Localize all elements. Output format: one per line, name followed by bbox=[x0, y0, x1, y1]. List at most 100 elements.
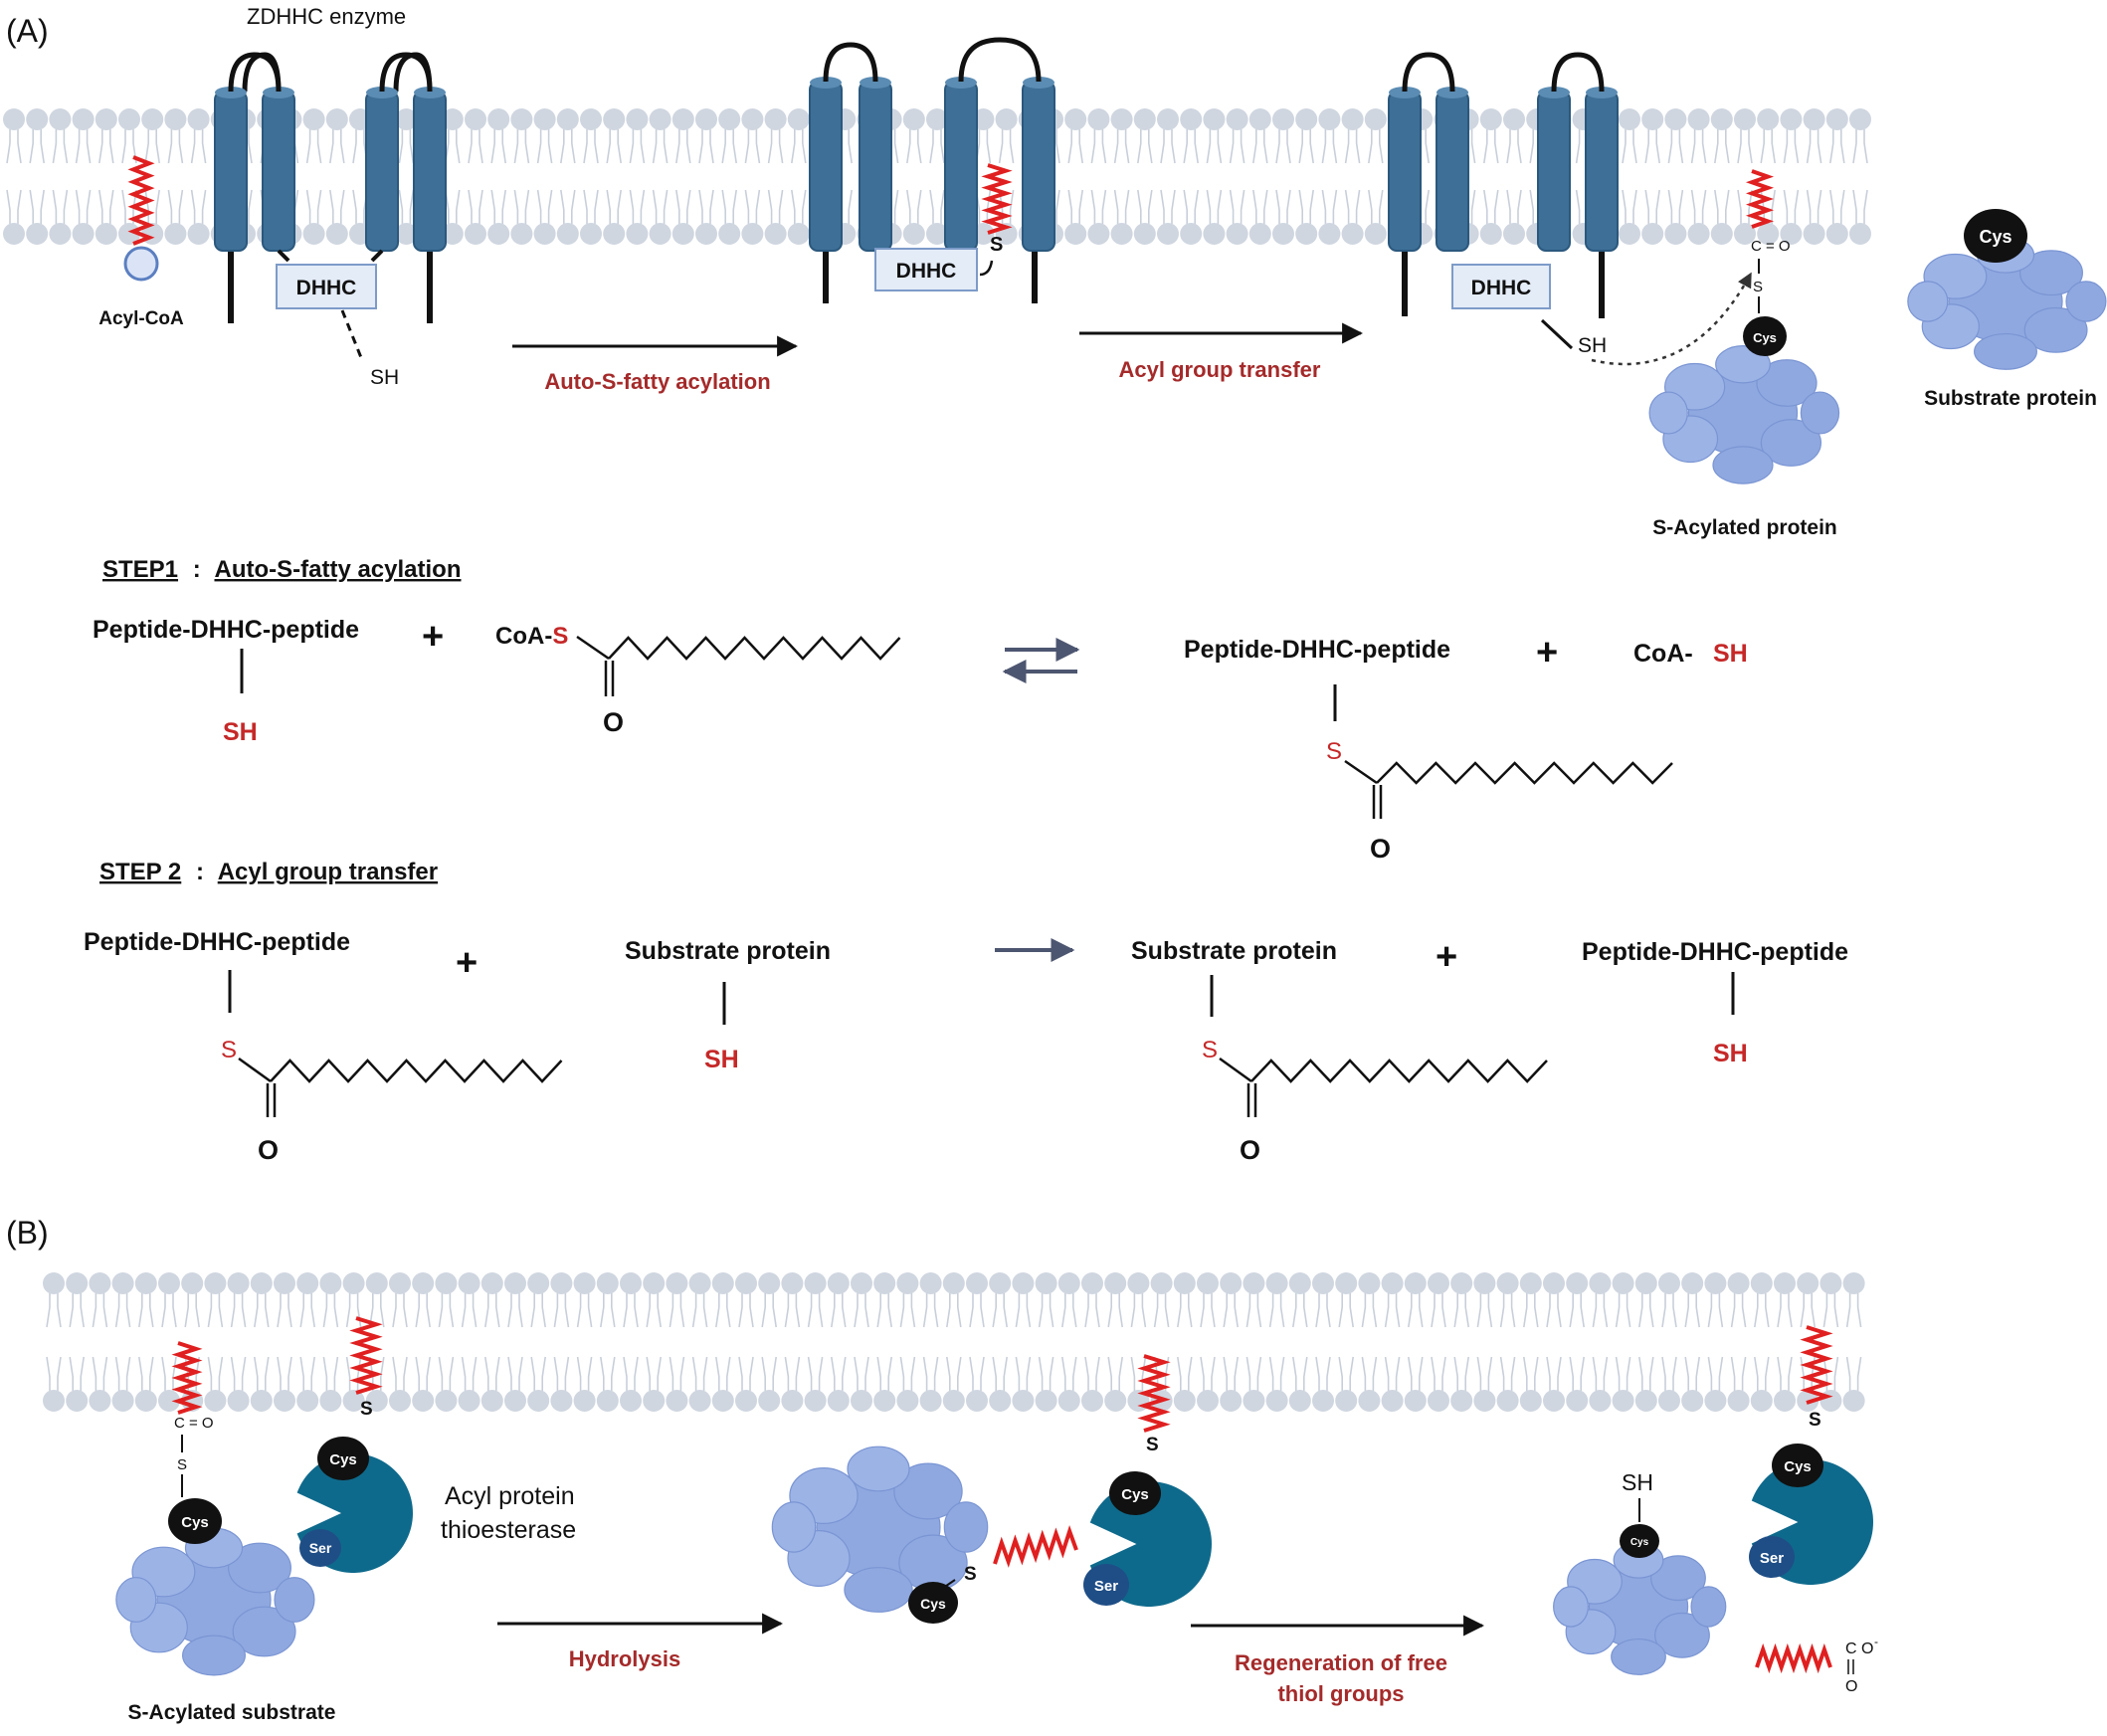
lipid-head bbox=[111, 1390, 134, 1412]
lipid-tail bbox=[1118, 1356, 1123, 1391]
lipid-tail bbox=[1494, 189, 1499, 224]
lipid-head bbox=[158, 1390, 180, 1412]
lipid-head bbox=[1087, 223, 1110, 245]
dhhc-box-3: DHHC bbox=[1471, 277, 1532, 299]
lipid-head bbox=[1104, 1272, 1127, 1294]
step1-peptide-right: Peptide-DHHC-peptide bbox=[1184, 636, 1450, 664]
lipid-tail bbox=[1038, 1356, 1044, 1391]
lipid-head bbox=[1248, 108, 1271, 130]
lipid-tail bbox=[807, 1293, 813, 1328]
lipid-tail bbox=[1419, 1356, 1424, 1391]
lipid-head bbox=[1681, 1390, 1704, 1412]
lipid-head bbox=[1358, 1272, 1381, 1294]
lipid-tail bbox=[1303, 1293, 1308, 1328]
lipid-head bbox=[527, 1272, 550, 1294]
lipid-tail bbox=[218, 1293, 224, 1328]
lipid-head bbox=[1849, 223, 1871, 245]
acyl-coa-label: Acyl-CoA bbox=[98, 308, 184, 329]
protein-lobe bbox=[274, 1577, 315, 1623]
lipid-head bbox=[919, 1272, 942, 1294]
lipid-head bbox=[1035, 1272, 1057, 1294]
lipid-tail bbox=[957, 1293, 962, 1328]
lipid-head bbox=[1173, 1390, 1196, 1412]
lipid-tail bbox=[195, 1356, 200, 1391]
lipid-tail bbox=[1379, 129, 1384, 164]
substrate-protein-label: Substrate protein bbox=[1924, 387, 2097, 410]
lipid-tail bbox=[1321, 129, 1327, 164]
lipid-head bbox=[966, 1390, 988, 1412]
lipid-head bbox=[1687, 108, 1710, 130]
lipid-tail bbox=[1863, 189, 1868, 224]
lipid-tail bbox=[57, 1356, 62, 1391]
lipid-head bbox=[851, 1390, 872, 1412]
arrow-auto-acylation-label: Auto-S-fatty acylation bbox=[544, 369, 770, 394]
lipid-tail bbox=[1279, 1356, 1285, 1391]
lipid-tail bbox=[184, 1293, 189, 1328]
lipid-tail bbox=[69, 1293, 74, 1328]
protein-lobe bbox=[1907, 281, 1949, 322]
lipid-head bbox=[181, 1272, 204, 1294]
lipid-head bbox=[49, 108, 72, 130]
lipid-tail bbox=[201, 129, 207, 164]
lipid-tail bbox=[547, 129, 553, 164]
carboxylate-o2: O bbox=[1845, 1678, 1857, 1695]
lipid-tail bbox=[606, 129, 611, 164]
lipid-tail bbox=[1741, 1356, 1747, 1391]
lipid-tail bbox=[957, 1356, 962, 1391]
lipid-tail bbox=[1794, 189, 1800, 224]
lipid-head bbox=[804, 1390, 827, 1412]
lipid-tail bbox=[1464, 1293, 1469, 1328]
lipid-tail bbox=[1061, 1293, 1066, 1328]
lipid-head bbox=[1619, 223, 1640, 245]
arrow-regeneration-label-2: thiol groups bbox=[1277, 1681, 1404, 1706]
lipid-tail bbox=[495, 1356, 500, 1391]
lipid-tail bbox=[98, 129, 103, 164]
fatty-chain-1 bbox=[608, 636, 901, 661]
protein-lobe bbox=[1648, 391, 1688, 435]
lipid-tail bbox=[652, 189, 658, 224]
lipid-tail bbox=[1107, 1356, 1112, 1391]
lipid-head bbox=[412, 1390, 435, 1412]
lipid-tail bbox=[1252, 129, 1257, 164]
lipid-tail bbox=[807, 1356, 813, 1391]
lipid-head bbox=[1757, 108, 1780, 130]
lipid-tail bbox=[1470, 189, 1476, 224]
lipid-head bbox=[1825, 223, 1848, 245]
lipid-head bbox=[688, 1272, 711, 1294]
lipid-tail bbox=[277, 1293, 282, 1328]
lipid-head bbox=[1220, 1390, 1243, 1412]
lipid-tail bbox=[560, 189, 565, 224]
lipid-tail bbox=[513, 189, 519, 224]
lipid-tail bbox=[969, 1356, 974, 1391]
lipid-head bbox=[1110, 223, 1133, 245]
lipid-tail bbox=[1084, 1293, 1089, 1328]
lipid-tail bbox=[1575, 189, 1581, 224]
acyl-protein-thioesterase-2: S Cys Ser bbox=[1749, 1325, 1874, 1586]
lipid-tail bbox=[1499, 1356, 1505, 1391]
lipid-tail bbox=[1286, 189, 1291, 224]
lipid-tail bbox=[876, 1356, 881, 1391]
lipid-tail bbox=[1309, 189, 1314, 224]
lipid-head bbox=[1157, 223, 1179, 245]
lipid-tail bbox=[1856, 1356, 1862, 1391]
lipid-tail bbox=[461, 1356, 467, 1391]
lipid-tail bbox=[1655, 129, 1660, 164]
lipid-tail bbox=[1141, 1356, 1147, 1391]
protein-lobe bbox=[228, 1542, 291, 1594]
lipid-head bbox=[1364, 108, 1387, 130]
lipid-tail bbox=[277, 1356, 282, 1391]
lipid-head bbox=[1734, 108, 1756, 130]
membrane-panel-b bbox=[43, 1272, 1865, 1412]
lipid-tail bbox=[329, 189, 334, 224]
lipid-tail bbox=[669, 1293, 674, 1328]
lipid-head bbox=[1820, 1272, 1842, 1294]
hydrolysis-complex: Cys S S Cys Ser bbox=[771, 1354, 1213, 1624]
lipid-tail bbox=[1256, 1293, 1262, 1328]
protein-blob bbox=[1907, 236, 2107, 370]
lipid-tail bbox=[899, 1293, 905, 1328]
lipid-tail bbox=[1557, 1356, 1562, 1391]
lipid-tail bbox=[1644, 189, 1649, 224]
lipid-tail bbox=[1279, 1293, 1285, 1328]
lipid-tail bbox=[92, 1293, 97, 1328]
lipid-tail bbox=[1078, 189, 1083, 224]
